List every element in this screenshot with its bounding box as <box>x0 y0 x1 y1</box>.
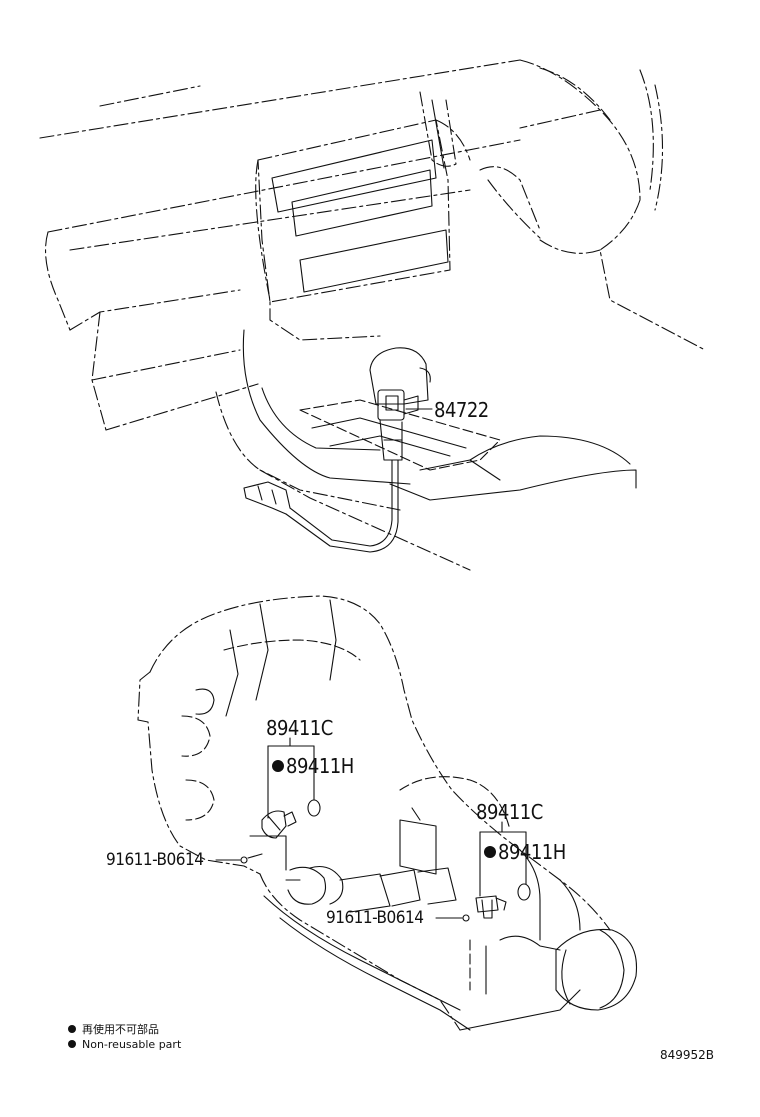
label-bolt-upper: 91611-B0614 <box>106 850 204 870</box>
sensor-upper-sub-text: 89411H <box>286 754 354 778</box>
legend-english: Non-reusable part <box>68 1038 181 1051</box>
legend-dot-icon <box>68 1040 76 1048</box>
label-sensor-upper: 89411C <box>266 716 333 740</box>
label-sensor-lower: 89411C <box>476 800 543 824</box>
legend-japanese-text: 再使用不可部品 <box>82 1023 159 1036</box>
sensor-lower-sub-text: 89411H <box>498 840 566 864</box>
non-reusable-dot-icon <box>484 846 496 858</box>
transmission-outline <box>137 595 638 1031</box>
label-shift-indicator: 84722 <box>434 398 489 422</box>
non-reusable-dot-icon <box>272 760 284 772</box>
leaders-upper <box>215 737 315 861</box>
speed-sensor-upper <box>240 799 321 864</box>
diagram-code: 849952B <box>660 1048 715 1062</box>
label-bolt-lower: 91611-B0614 <box>326 908 424 928</box>
label-sensor-upper-sub: 89411H <box>272 754 354 778</box>
legend-dot-icon <box>68 1025 76 1033</box>
shift-lever <box>243 347 431 553</box>
leaders-lower <box>435 821 527 919</box>
center-console-outline <box>215 91 637 571</box>
legend-english-text: Non-reusable part <box>82 1038 182 1051</box>
speed-sensor-lower <box>462 883 531 922</box>
label-sensor-lower-sub: 89411H <box>484 840 566 864</box>
legend-japanese: 再使用不可部品 <box>68 1021 159 1037</box>
